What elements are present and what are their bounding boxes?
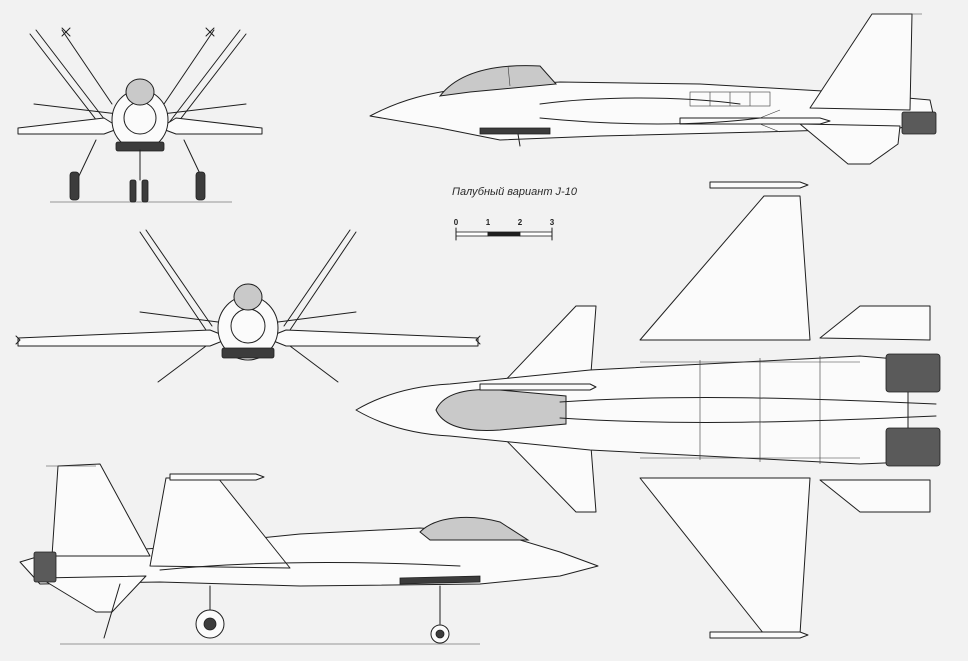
scale-bar (455, 227, 553, 241)
side-view-top (369, 13, 937, 165)
scale-tick-label: 2 (517, 218, 523, 227)
front-view (15, 229, 481, 383)
top-view (355, 181, 941, 639)
scale-tick-label: 0 (453, 218, 459, 227)
scale-tick-label: 1 (485, 218, 491, 227)
side-view-bottom (19, 463, 599, 645)
front-view-folded-wings (17, 27, 263, 203)
scale-tick-label: 3 (549, 218, 555, 227)
drawing-title: Палубный вариант J-10 (452, 186, 577, 198)
